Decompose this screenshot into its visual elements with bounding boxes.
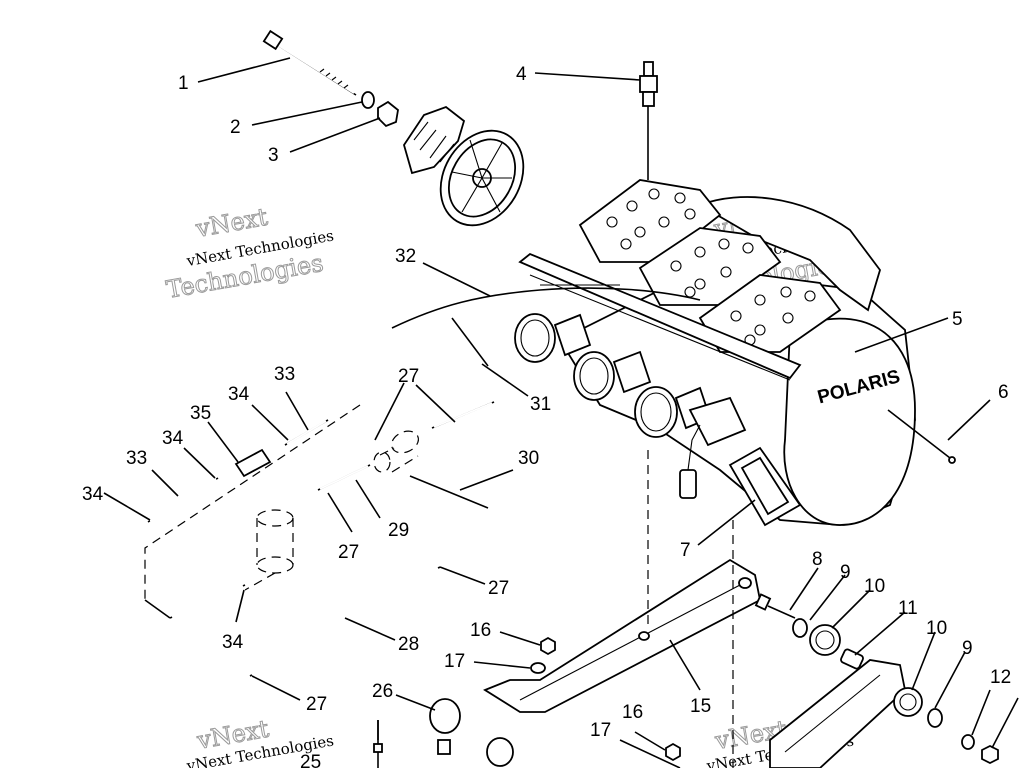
gasket-part — [728, 446, 802, 527]
washer-9-part — [792, 618, 808, 638]
washer-9b-part — [927, 708, 943, 728]
callout-11: 11 — [898, 598, 918, 619]
washer-17-part — [530, 662, 546, 674]
callout-4: 4 — [516, 64, 527, 85]
callout-28: 28 — [398, 634, 419, 655]
callout-29: 29 — [388, 520, 409, 541]
callout-9: 9 — [962, 638, 973, 659]
long-rod-part — [249, 566, 441, 677]
damper-26-part — [429, 698, 461, 755]
callout-25: 25 — [300, 752, 321, 768]
throttle-cable-part — [391, 287, 701, 329]
callout-34: 34 — [228, 384, 250, 405]
callout-16: 16 — [622, 702, 643, 723]
rod-part — [451, 317, 489, 367]
callout-9: 9 — [840, 562, 851, 583]
callout-1: 1 — [178, 73, 189, 94]
callout-10: 10 — [926, 618, 947, 639]
callout-5: 5 — [952, 309, 963, 330]
callout-6: 6 — [998, 382, 1009, 403]
callout-labels: 1 2 3 4 5 6 7 8 9 9 10 10 11 12 15 16 16… — [82, 64, 1011, 768]
nut-16-part — [540, 636, 556, 656]
callout-7: 7 — [680, 540, 691, 561]
callout-33: 33 — [126, 448, 147, 469]
callout-17: 17 — [590, 720, 611, 741]
callout-30: 30 — [518, 448, 539, 469]
callout-31: 31 — [530, 394, 551, 415]
callout-15: 15 — [690, 696, 711, 717]
callout-27: 27 — [338, 542, 359, 563]
callout-16: 16 — [470, 620, 491, 641]
washer-part — [361, 91, 375, 109]
rear-bracket-part — [769, 659, 906, 768]
damper-26b-part — [486, 737, 514, 767]
callout-35: 35 — [190, 403, 211, 424]
pivot-shaft-part — [317, 401, 495, 491]
callout-26: 26 — [372, 681, 393, 702]
watermark-text: vNext — [193, 203, 270, 243]
nut-part — [981, 744, 999, 765]
callout-17: 17 — [444, 651, 465, 672]
callout-33: 33 — [274, 364, 295, 385]
callout-34: 34 — [82, 484, 104, 505]
callout-32: 32 — [395, 246, 416, 267]
leader-lines — [103, 57, 1019, 768]
callout-12: 12 — [990, 667, 1011, 688]
spark-plug-part — [639, 61, 658, 180]
spacer-11-part — [840, 648, 864, 670]
bolt-part — [262, 29, 357, 96]
spacer-part — [377, 100, 399, 128]
drive-clutch-part — [403, 105, 525, 227]
engine-assembly-part: POLARIS — [514, 179, 916, 526]
rubber-mount-10b-part — [893, 687, 923, 717]
left-rod-assembly — [144, 404, 361, 619]
pin-part — [409, 475, 489, 509]
callout-2: 2 — [230, 117, 241, 138]
wire-part — [887, 409, 951, 459]
nut-16b-part — [665, 742, 681, 762]
callout-27: 27 — [398, 366, 419, 387]
watermark-top-left: vNext Technologies vNext Technologies — [164, 202, 336, 304]
watermark-bottom-left: vNext vNext Technologies — [184, 714, 335, 768]
bolt-8-part — [754, 593, 796, 619]
callout-8: 8 — [812, 549, 823, 570]
callout-10: 10 — [864, 576, 885, 597]
mount-bracket-part — [483, 558, 762, 713]
washer-12-part — [961, 734, 975, 750]
callout-34: 34 — [162, 428, 184, 449]
callout-27: 27 — [306, 694, 327, 715]
callout-27: 27 — [488, 578, 509, 599]
callout-3: 3 — [268, 145, 279, 166]
callout-34: 34 — [222, 632, 244, 653]
rubber-mount-10-part — [809, 624, 841, 656]
